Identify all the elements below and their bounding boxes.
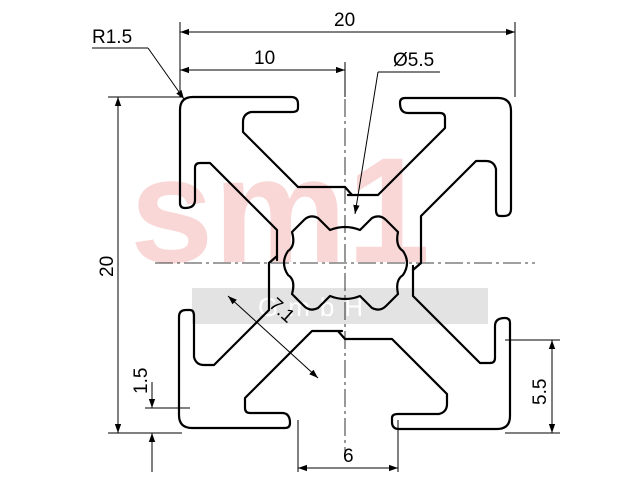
label-slot-opening: 6	[343, 446, 354, 467]
center-lines	[155, 70, 535, 455]
profile-outline	[177, 95, 513, 431]
watermark: sm1 GmbH	[130, 126, 488, 324]
label-overall-height: 20	[97, 256, 118, 277]
label-overall-width: 20	[334, 10, 355, 31]
leader-radius-arrow	[147, 47, 185, 100]
leader-hole-arrow	[353, 71, 379, 215]
label-slot-depth: 5.5	[530, 379, 551, 405]
center-hole	[282, 215, 409, 311]
label-corner-radius: R1.5	[92, 27, 132, 48]
watermark-logo: sm1	[130, 126, 430, 294]
dimension-lines	[92, 28, 556, 472]
label-half-width: 10	[254, 48, 275, 69]
dim-line-slot-diagonal	[227, 295, 319, 379]
label-hole-diameter: Ø5.5	[393, 50, 434, 71]
label-wall-thickness: 1.5	[131, 368, 152, 394]
